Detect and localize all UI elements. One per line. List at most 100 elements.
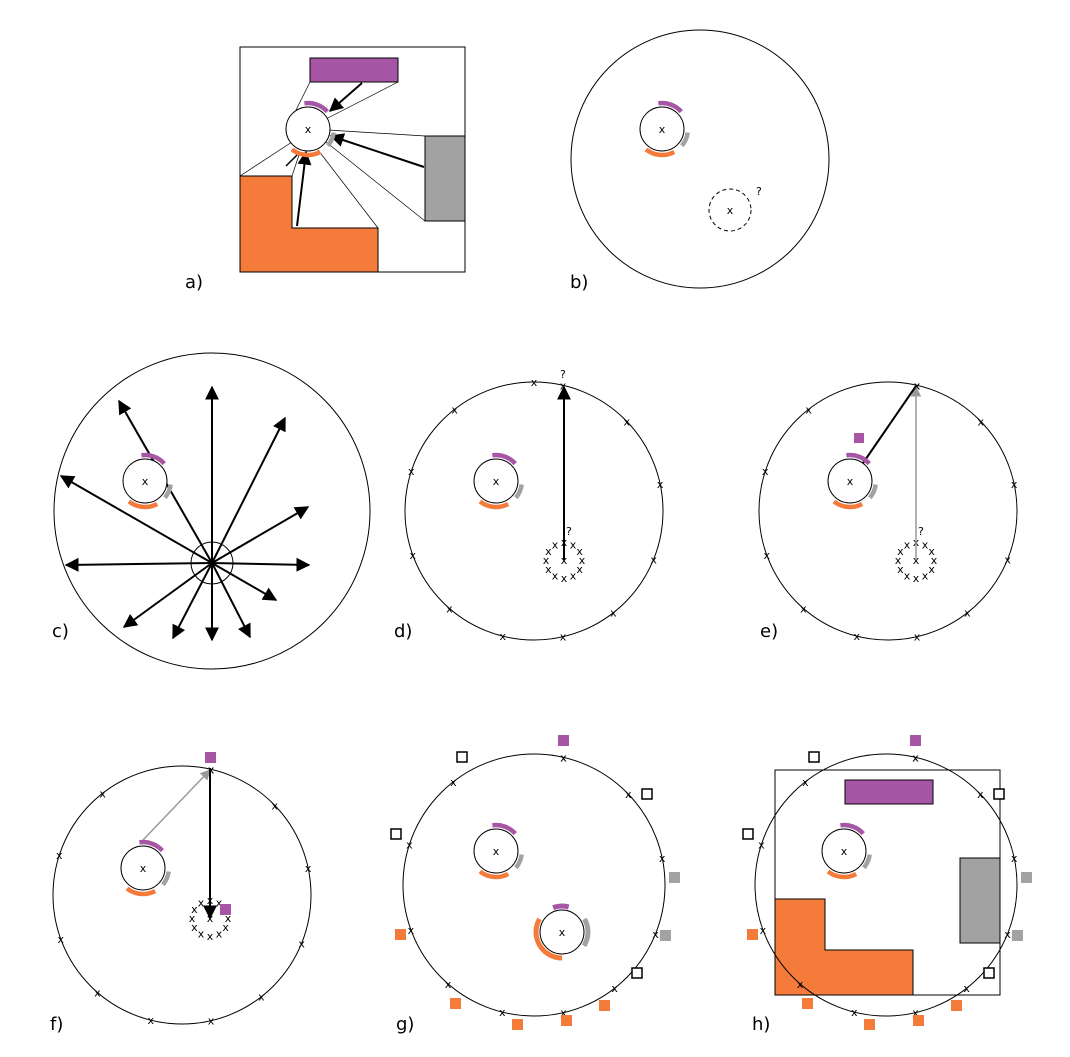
question-mark-top: ? xyxy=(560,368,566,381)
sample-mark: x xyxy=(912,751,919,764)
robot: x xyxy=(821,822,872,880)
panel-label-d: d) xyxy=(394,621,412,642)
sample-mark: x xyxy=(912,751,919,764)
panel-label-g: g) xyxy=(396,1014,414,1035)
sample-mark: x xyxy=(922,570,929,583)
sample-mark: x xyxy=(760,924,767,937)
purple-sensor-arc xyxy=(840,822,865,836)
sample-mark: x xyxy=(652,928,659,941)
sample-mark: x xyxy=(914,631,921,644)
robot: x xyxy=(473,822,524,880)
empty-hit-marker xyxy=(983,967,995,979)
sample-mark: x xyxy=(797,978,804,991)
empty-hit-marker xyxy=(742,828,754,840)
purple-sensor-arc xyxy=(304,100,329,114)
sample-mark: x xyxy=(552,570,559,583)
sensing-range-circle xyxy=(52,765,312,1025)
sample-mark: x xyxy=(207,930,214,943)
robot: x xyxy=(473,452,524,510)
purple-sensor-arc xyxy=(141,452,166,466)
sample-mark: x xyxy=(208,763,215,776)
sample-mark: x xyxy=(922,538,929,551)
orange-hit-marker xyxy=(561,1015,572,1026)
sample-mark: x xyxy=(610,607,617,620)
empty-hit-marker xyxy=(993,788,1005,800)
gray-hit-marker xyxy=(660,930,671,941)
question-mark: ? xyxy=(756,185,762,198)
robot: x xyxy=(639,100,690,158)
orange-hit-marker xyxy=(864,1019,875,1030)
purple-obstacle xyxy=(309,57,399,83)
orange-sensor-arc xyxy=(644,147,676,158)
ray-arrow xyxy=(211,562,251,639)
robot-center-marker: x xyxy=(493,475,500,488)
gray-obstacle xyxy=(424,135,466,222)
orange-sensor-arc xyxy=(290,147,322,158)
sample-mark: x xyxy=(897,545,904,558)
panel-label-f: f) xyxy=(50,1014,63,1035)
sample-mark: x xyxy=(762,465,769,478)
sample-mark: x xyxy=(446,602,453,615)
sample-mark: x xyxy=(58,933,65,946)
orange-hit-marker xyxy=(512,1019,523,1030)
sample-mark: x xyxy=(56,849,63,862)
arrow-from-purple xyxy=(328,82,363,112)
robot-body xyxy=(827,458,873,504)
sample-mark: x xyxy=(1011,478,1018,491)
sample-mark: x xyxy=(258,991,265,1004)
sample-mark: x xyxy=(222,921,229,934)
sample-mark: x xyxy=(191,921,198,934)
sample-mark: x xyxy=(895,554,902,567)
panel-label-c: c) xyxy=(52,621,69,642)
sample-mark: x xyxy=(576,563,583,576)
ray-arrow xyxy=(59,475,213,564)
purple-sensor-arc xyxy=(139,839,164,853)
sample-mark: x xyxy=(445,978,452,991)
sample-mark: x xyxy=(800,602,807,615)
empty-hit-marker xyxy=(641,788,653,800)
sample-mark: x xyxy=(560,751,567,764)
sample-mark: x xyxy=(913,572,920,585)
sample-mark: x xyxy=(570,538,577,551)
sample-mark: x xyxy=(805,403,812,416)
robot-center-marker: x xyxy=(659,123,666,136)
sample-mark: x xyxy=(570,570,577,583)
sample-mark: x xyxy=(977,788,984,801)
gray-obstacle xyxy=(959,857,1001,944)
sample-mark: x xyxy=(625,788,632,801)
sample-mark: x xyxy=(552,538,559,551)
sensing-range-circle xyxy=(758,381,1018,641)
gray-hit-marker xyxy=(669,872,680,883)
sample-mark: x xyxy=(904,570,911,583)
sample-mark: x xyxy=(499,1006,506,1019)
sample-mark: x xyxy=(913,554,920,567)
purple-sensor-arc xyxy=(492,822,517,836)
robot: x xyxy=(122,452,173,510)
sample-mark: x xyxy=(964,607,971,620)
sample-mark: x xyxy=(978,415,985,428)
sample-mark: x xyxy=(576,545,583,558)
gray-sensor-arc xyxy=(161,871,171,887)
sample-mark: x xyxy=(1004,928,1011,941)
sample-mark: x xyxy=(560,1007,567,1020)
ray-arrow xyxy=(211,562,278,601)
orange-sensor-arc xyxy=(478,869,510,880)
panel-b: x x ? b) xyxy=(570,29,830,293)
gray-sensor-arc xyxy=(581,917,591,948)
sample-mark: x xyxy=(216,896,223,909)
sample-mark: x xyxy=(904,538,911,551)
sample-mark: x xyxy=(928,545,935,558)
sample-mark: x xyxy=(208,763,215,776)
sample-mark: x xyxy=(659,852,666,865)
sample-mark: x xyxy=(406,839,413,852)
robot-body xyxy=(639,106,685,152)
sample-mark: x xyxy=(914,379,921,392)
sample-mark: x xyxy=(1004,553,1011,566)
robot-body xyxy=(473,828,519,874)
ray-arrow xyxy=(211,557,311,572)
